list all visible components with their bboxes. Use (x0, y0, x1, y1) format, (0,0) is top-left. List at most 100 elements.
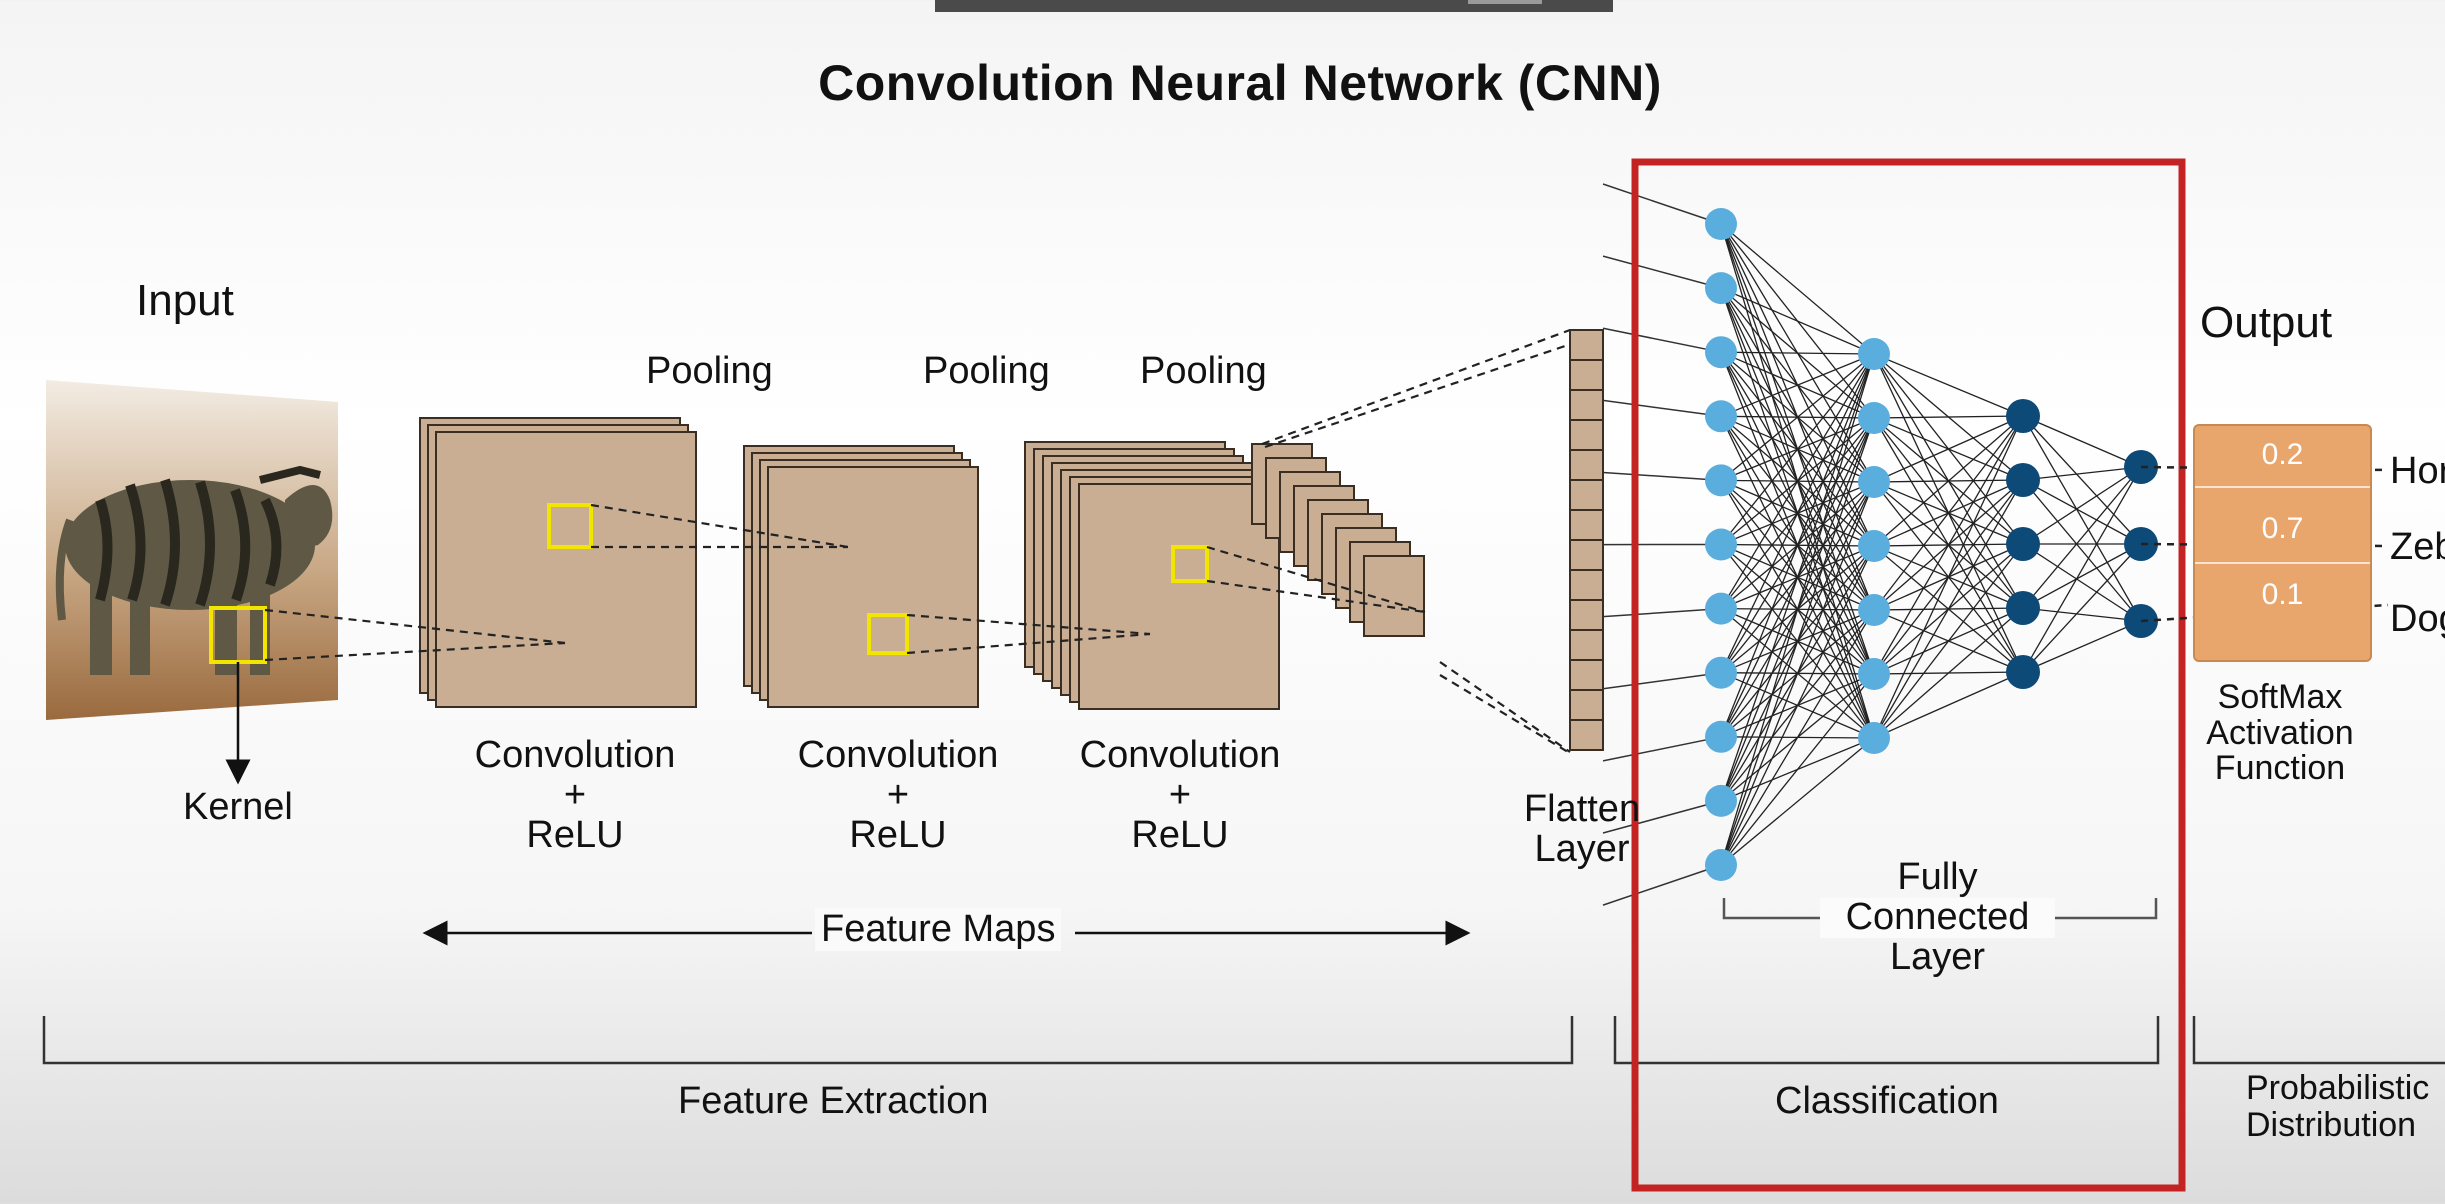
flatten-cell (1569, 329, 1604, 361)
light-neuron (1858, 466, 1890, 498)
weight-connection (1873, 543, 2024, 739)
weight-connection (1873, 415, 2024, 547)
prob-value-3: 0.1 (2261, 578, 2304, 611)
input-label: Input (136, 276, 234, 325)
input-connection (1602, 671, 1722, 690)
softmax-label: SoftMax Activation Function (2190, 678, 2370, 788)
feature-map-layer (1078, 483, 1280, 710)
weight-connection (2022, 466, 2142, 673)
weight-connection (1720, 673, 1875, 866)
light-neuron (1858, 402, 1890, 434)
weight-connection (2022, 466, 2142, 609)
prob-divider (2195, 486, 2370, 488)
projection-line (1439, 661, 1571, 753)
projection-line (1439, 674, 1569, 753)
diagram-title: Convolution Neural Network (CNN) (818, 55, 1662, 111)
input-connection (1602, 255, 1722, 289)
weight-connection (2022, 415, 2142, 468)
flatten-cell (1569, 719, 1604, 751)
light-neuron (1705, 464, 1737, 497)
light-neuron (1705, 208, 1737, 240)
input-connection (1602, 736, 1722, 762)
light-neuron (1705, 528, 1737, 561)
input-connection (1602, 471, 1722, 482)
flatten-cell (1569, 629, 1604, 661)
weight-connection (2022, 466, 2142, 545)
weight-connection (2022, 543, 2142, 622)
class-label-zebra: Zebra (2390, 526, 2445, 568)
projection-lines (264, 328, 1571, 753)
weight-connection (1720, 353, 1875, 802)
weight-connection (1720, 287, 1875, 355)
kernel-box (867, 613, 909, 655)
weight-connection (1873, 415, 2024, 739)
weight-connection (1720, 353, 1875, 545)
function-text: Function (2214, 749, 2346, 788)
conv-relu-label-2: Convolution + ReLU (778, 735, 1018, 856)
feature-extraction-bracket (42, 1016, 1574, 1065)
weight-connection (1873, 415, 2024, 483)
top-bar-knob (1468, 0, 1542, 4)
relu-text: ReLU (1131, 813, 1229, 856)
weight-connection (1873, 671, 2024, 739)
flatten-cell (1569, 539, 1604, 571)
output-label: Output (2200, 298, 2333, 347)
light-neuron (1705, 400, 1737, 433)
classification-label: Classification (1775, 1080, 1999, 1122)
classification-bracket (1613, 1016, 2160, 1065)
class-label-horse: Horse (2390, 450, 2445, 492)
projection-line (1206, 579, 1426, 614)
flatten-text: Flatten (1523, 790, 1641, 830)
light-neuron (1705, 592, 1737, 625)
weight-connection (1720, 417, 1875, 866)
weight-connection (1720, 353, 1875, 609)
top-bar (935, 0, 1613, 12)
weight-connection (1720, 545, 1875, 866)
weight-connection (2022, 415, 2142, 622)
flatten-cell (1569, 659, 1604, 691)
weight-connection (1873, 415, 2024, 611)
weight-connection (1720, 353, 1875, 481)
feature-extraction-label: Feature Extraction (678, 1080, 989, 1122)
relu-text: ReLU (526, 813, 624, 856)
projection-line (1206, 545, 1426, 614)
fully-connected-network (1602, 183, 2158, 906)
weight-connection (2022, 479, 2142, 622)
weight-connection (1720, 353, 1875, 738)
probabilistic-text: Probabilistic (2246, 1069, 2430, 1107)
flatten-layer-column (1569, 329, 1604, 751)
input-connection (1602, 607, 1722, 618)
kernel-box (547, 503, 593, 549)
weight-connection (1720, 353, 1875, 417)
flatten-layer-label: Flatten Layer (1512, 790, 1652, 870)
conv-relu-label-3: Convolution + ReLU (1060, 735, 1300, 856)
softmax-output-box: 0.2 0.7 0.1 (2193, 424, 2372, 662)
weight-connection (2022, 415, 2142, 545)
dark-neuron (2006, 463, 2040, 497)
light-neuron (1705, 336, 1737, 369)
layer-text: Layer (1534, 827, 1630, 870)
fully-text: Fully (1897, 856, 1978, 898)
weight-connection (1873, 607, 2024, 739)
pooling-label-3: Pooling (1140, 350, 1267, 392)
layer-text: Layer (1889, 935, 1986, 978)
class-label-dog: Dog (2390, 598, 2445, 640)
dark-neuron (2006, 591, 2040, 625)
relu-text: ReLU (849, 813, 947, 856)
prob-value-1: 0.2 (2261, 438, 2304, 471)
flatten-cell (1569, 359, 1604, 391)
input-connection (1602, 183, 1722, 225)
weight-connection (1873, 353, 2024, 417)
fully-connected-label: Fully Connected Layer (1820, 856, 2055, 978)
conv-text: Convolution (474, 734, 676, 776)
weight-connection (2022, 620, 2142, 673)
conv-relu-label-1: Convolution + ReLU (455, 734, 695, 856)
flatten-cell (1569, 569, 1604, 601)
prob-divider (2195, 562, 2370, 564)
softmax-text: SoftMax (2217, 678, 2343, 716)
kernel-label: Kernel (183, 786, 293, 828)
projection-line (906, 632, 1151, 655)
projection-line (906, 613, 1151, 636)
